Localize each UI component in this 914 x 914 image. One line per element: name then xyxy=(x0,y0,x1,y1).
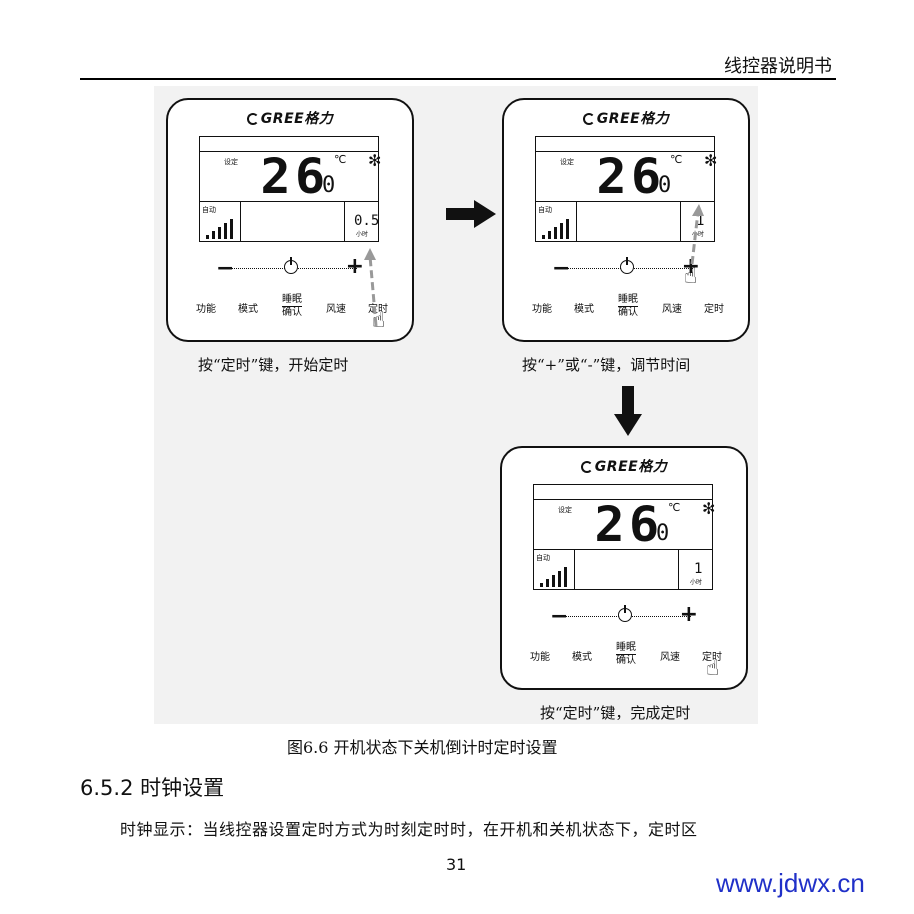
arrow-down-icon xyxy=(614,386,642,436)
temperature-decimal: 0 xyxy=(656,521,670,546)
minus-button[interactable]: − xyxy=(552,256,571,281)
header-title: 线控器说明书 xyxy=(724,56,832,77)
fan-level-icon xyxy=(542,217,574,239)
power-icon[interactable] xyxy=(618,605,632,622)
function-button[interactable]: 功能 xyxy=(530,652,550,663)
power-icon[interactable] xyxy=(284,257,298,274)
timer-value: 1 xyxy=(696,213,705,229)
mode-button[interactable]: 模式 xyxy=(238,304,258,315)
sleep-confirm-button[interactable]: 睡眠确认 xyxy=(616,642,636,666)
timer-unit: 小时 xyxy=(356,231,369,238)
header-rule xyxy=(80,78,836,80)
controller-panel-2: GREE格力 设定 26 0 ℃ ✻ 自动 1 小时 − + 功能 模式 睡眠确… xyxy=(502,98,750,342)
sleep-confirm-button[interactable]: 睡眠确认 xyxy=(618,294,638,318)
lcd-display: 设定 26 0 ℃ ✻ 自动 1 小时 xyxy=(533,484,716,590)
arrow-right-icon xyxy=(446,200,496,228)
temperature-decimal: 0 xyxy=(658,173,672,198)
mode-label: 自动 xyxy=(536,554,550,562)
timer-button[interactable]: 定时 xyxy=(368,304,388,315)
power-icon[interactable] xyxy=(620,257,634,274)
timer-value: 0.5 xyxy=(354,213,380,229)
set-label: 设定 xyxy=(560,158,574,166)
fan-speed-button[interactable]: 风速 xyxy=(660,652,680,663)
plus-button[interactable]: + xyxy=(681,254,700,279)
mode-label: 自动 xyxy=(538,206,552,214)
controller-panel-3: GREE格力 设定 26 0 ℃ ✻ 自动 1 小时 − + 功能 模式 睡眠确… xyxy=(500,446,748,690)
temperature-value: 26 xyxy=(260,149,330,205)
brand-logo: GREE格力 xyxy=(502,456,746,476)
temperature-decimal: 0 xyxy=(322,173,336,198)
controller-panel-1: GREE格力 设定 26 0 ℃ ✻ 自动 0.5 小时 − + 功能 模式 睡… xyxy=(166,98,414,342)
mode-button[interactable]: 模式 xyxy=(574,304,594,315)
fan-speed-button[interactable]: 风速 xyxy=(326,304,346,315)
panel-3-caption: 按“定时”键，完成定时 xyxy=(540,704,691,722)
figure-caption: 图6.6 开机状态下关机倒计时定时设置 xyxy=(287,738,558,757)
temperature-value: 26 xyxy=(594,497,664,553)
hand-pointer-icon: ☝ xyxy=(684,264,698,289)
mode-button[interactable]: 模式 xyxy=(572,652,592,663)
snowflake-icon: ✻ xyxy=(702,499,716,518)
temperature-value: 26 xyxy=(596,149,666,205)
set-label: 设定 xyxy=(224,158,238,166)
watermark: www.jdwx.cn xyxy=(716,868,865,898)
mode-label: 自动 xyxy=(202,206,216,214)
hand-pointer-icon: ☝ xyxy=(706,656,720,681)
timer-unit: 小时 xyxy=(692,231,705,238)
lcd-display: 设定 26 0 ℃ ✻ 自动 0.5 小时 xyxy=(199,136,382,242)
unit-label: ℃ xyxy=(668,501,681,514)
unit-label: ℃ xyxy=(670,153,683,166)
panel-1-caption: 按“定时”键，开始定时 xyxy=(198,356,349,374)
timer-unit: 小时 xyxy=(690,579,703,586)
dashed-arrow xyxy=(690,204,704,265)
fan-level-icon xyxy=(540,565,572,587)
fan-level-icon xyxy=(206,217,238,239)
section-title: 6.5.2 时钟设置 xyxy=(80,776,225,800)
minus-button[interactable]: − xyxy=(216,256,235,281)
lcd-display: 设定 26 0 ℃ ✻ 自动 1 小时 xyxy=(535,136,718,242)
plus-button[interactable]: + xyxy=(345,254,364,279)
snowflake-icon: ✻ xyxy=(704,151,718,170)
fan-speed-button[interactable]: 风速 xyxy=(662,304,682,315)
panel-2-caption: 按“+”或“-”键，调节时间 xyxy=(522,356,691,374)
unit-label: ℃ xyxy=(334,153,347,166)
body-paragraph: 时钟显示：当线控器设置定时方式为时刻定时时，在开机和关机状态下，定时区 xyxy=(120,820,698,839)
minus-button[interactable]: − xyxy=(550,604,569,629)
sleep-confirm-button[interactable]: 睡眠确认 xyxy=(282,294,302,318)
timer-button[interactable]: 定时 xyxy=(704,304,724,315)
function-button[interactable]: 功能 xyxy=(532,304,552,315)
page-number: 31 xyxy=(446,855,467,874)
plus-button[interactable]: + xyxy=(679,602,698,627)
hand-pointer-icon: ☝ xyxy=(372,308,386,333)
dashed-arrow xyxy=(364,248,378,327)
brand-logo: GREE格力 xyxy=(504,108,748,128)
timer-button[interactable]: 定时 xyxy=(702,652,722,663)
function-button[interactable]: 功能 xyxy=(196,304,216,315)
timer-value: 1 xyxy=(694,561,703,577)
brand-logo: GREE格力 xyxy=(168,108,412,128)
set-label: 设定 xyxy=(558,506,572,514)
snowflake-icon: ✻ xyxy=(368,151,382,170)
